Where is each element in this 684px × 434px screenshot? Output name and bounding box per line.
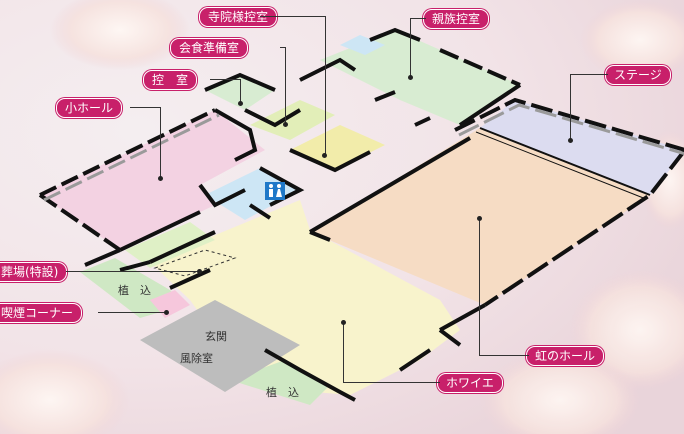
marker-waiting-room <box>238 101 243 106</box>
entrance-label: 玄関 <box>205 330 227 343</box>
family-room-area <box>320 30 520 125</box>
wall-shadows <box>43 103 684 202</box>
marker-stage <box>568 138 573 143</box>
label-stage[interactable]: ステージ <box>605 65 671 85</box>
label-smoking-corner[interactable]: 喫煙コーナー <box>0 303 83 323</box>
planting-label-2: 植 込 <box>266 386 299 399</box>
small-room-area <box>340 35 385 55</box>
small-hall-area <box>40 110 265 250</box>
leader-smoking-corner <box>98 312 166 314</box>
leader-temple-room <box>260 16 326 157</box>
stage-edge <box>479 127 651 196</box>
leader-rainbow-hall <box>479 218 529 356</box>
rooms <box>40 30 684 405</box>
marker-temple-room <box>322 153 327 158</box>
restroom-icon <box>265 182 285 200</box>
smoking-corner-area <box>150 290 190 318</box>
special-site-area <box>153 249 237 277</box>
leader-stage <box>570 74 608 141</box>
marker-special-site <box>197 269 202 274</box>
planting-label-1: 植 込 <box>118 284 151 297</box>
leader-foyer <box>343 322 440 383</box>
dining-prep-area <box>250 100 335 140</box>
label-foyer[interactable]: ホワイエ <box>437 373 503 393</box>
leader-dining-prep <box>280 47 286 126</box>
label-small-hall[interactable]: 小ホール <box>56 98 123 118</box>
stage-area <box>480 100 684 195</box>
leader-small-hall <box>130 107 161 180</box>
marker-dining-prep <box>283 122 288 127</box>
label-special-site[interactable]: 葬場(特設) <box>0 262 68 282</box>
walls <box>38 27 684 402</box>
marker-family-room <box>408 75 413 80</box>
label-family-room[interactable]: 親族控室 <box>423 9 490 29</box>
label-temple-room[interactable]: 寺院様控室 <box>199 7 278 27</box>
corridor-area <box>125 222 215 268</box>
label-rainbow-hall[interactable]: 虹のホール <box>526 346 605 366</box>
marker-smoking-corner <box>164 310 169 315</box>
leader-family-room <box>410 18 426 79</box>
marker-foyer <box>341 320 346 325</box>
marker-rainbow-hall <box>477 216 482 221</box>
marker-small-hall <box>158 176 163 181</box>
label-dining-prep[interactable]: 会食準備室 <box>170 38 249 58</box>
leader-special-site <box>66 271 199 273</box>
stage-edge-inner <box>475 131 647 200</box>
windbreak-room-label: 風除室 <box>180 352 213 365</box>
entrance-area <box>140 300 300 392</box>
label-waiting-room[interactable]: 控 室 <box>143 70 198 90</box>
restroom-area <box>205 168 300 220</box>
leader-waiting-room <box>210 79 241 105</box>
